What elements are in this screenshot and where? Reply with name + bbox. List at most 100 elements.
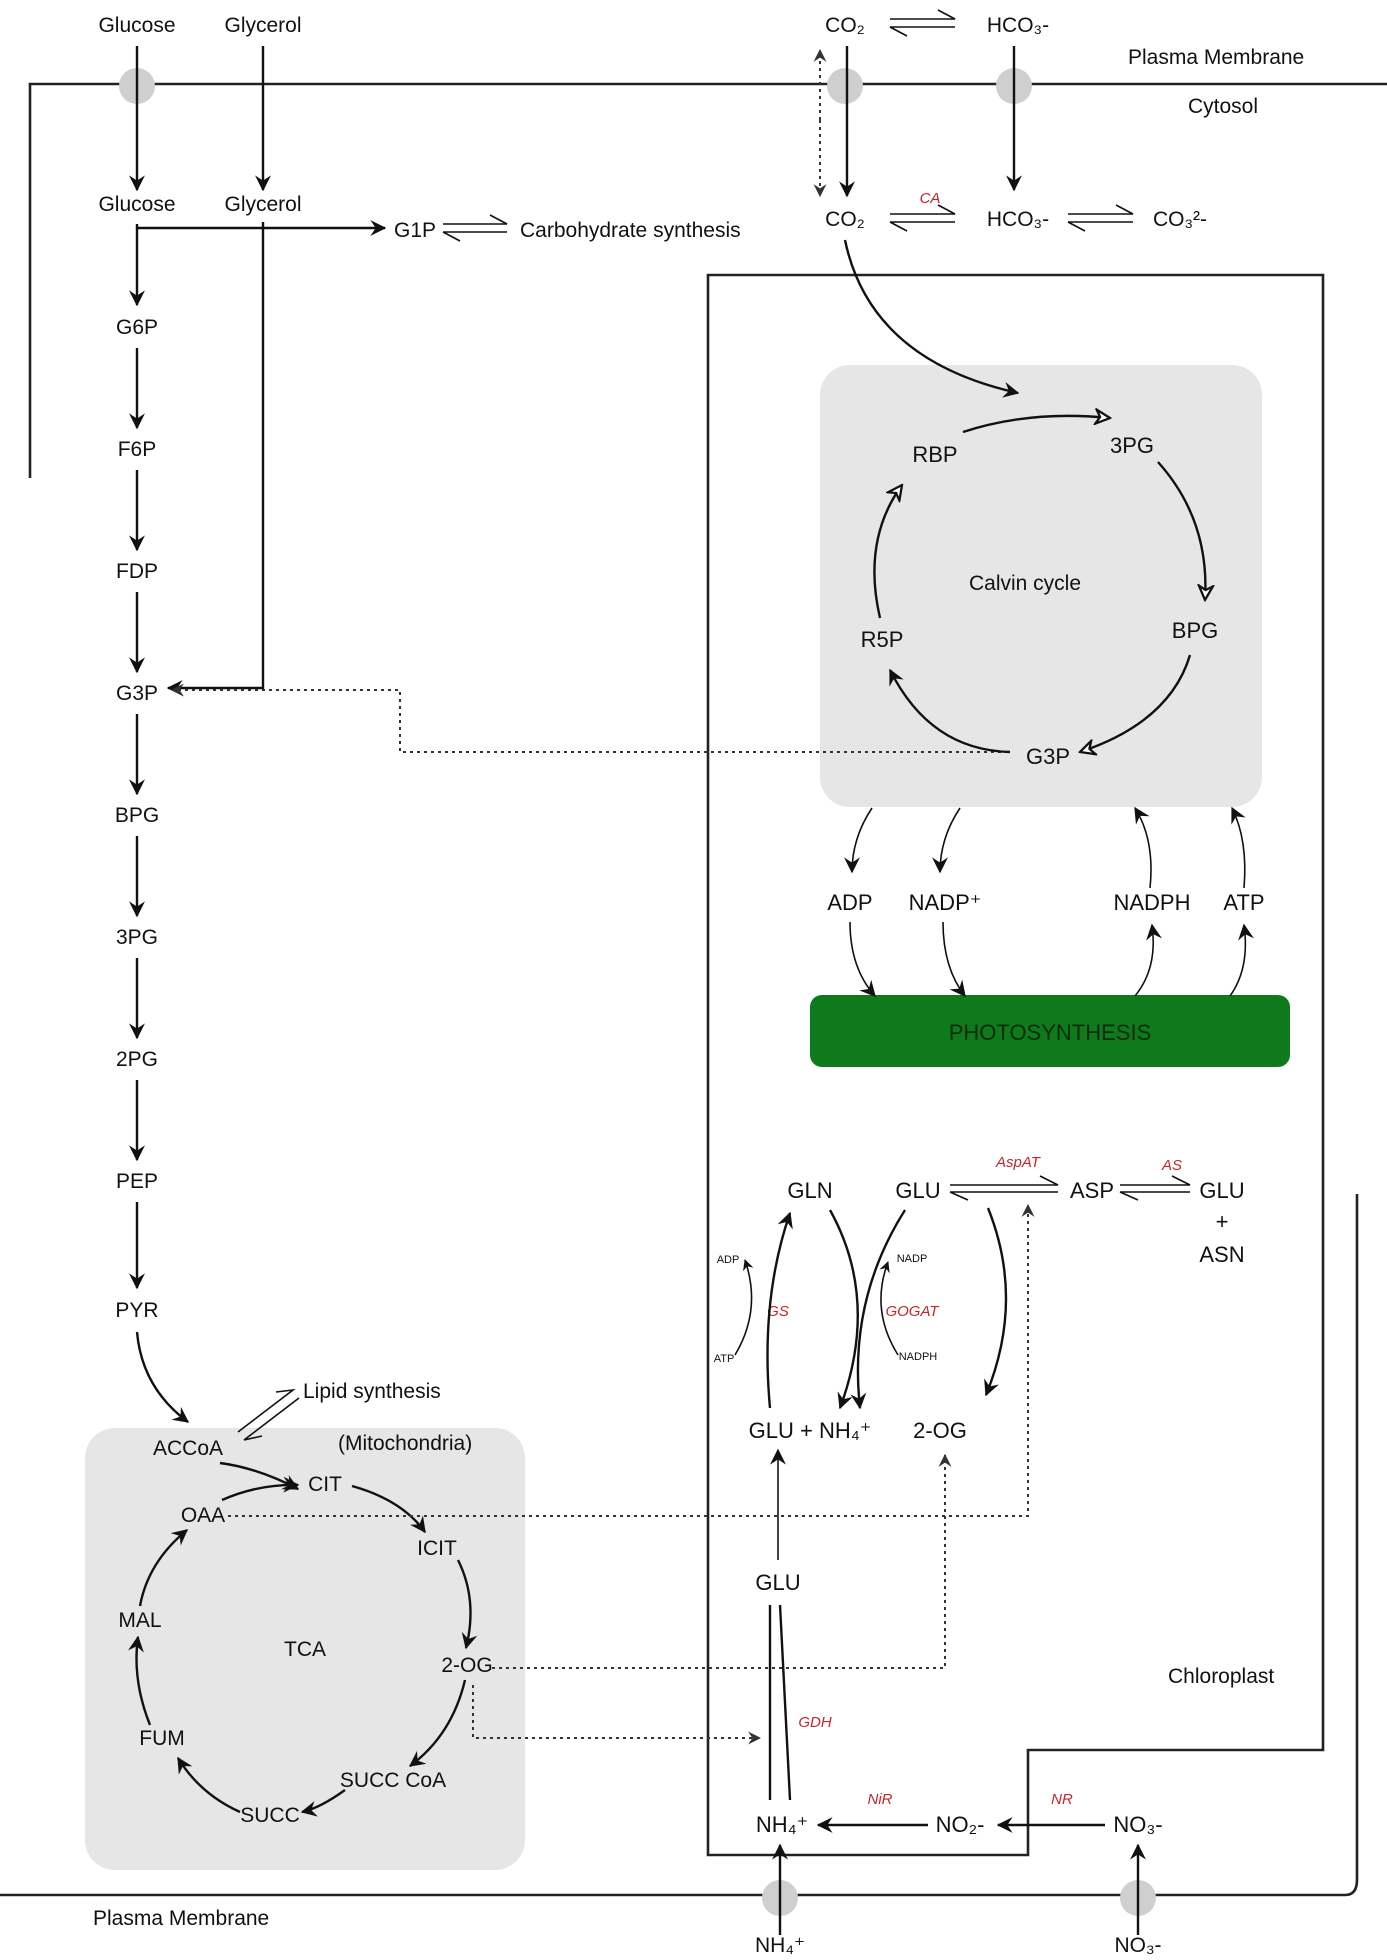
arrow-mal-oaa (138, 1529, 189, 1607)
carbohydrate-synthesis-label: Carbohydrate synthesis (520, 219, 741, 242)
arrow-oaa-cit (221, 1476, 300, 1502)
enzyme-aspat: AspAT (995, 1154, 1042, 1171)
cytosol-hco3: HCO₃- (987, 208, 1049, 231)
arrow-fum-mal (128, 1635, 152, 1726)
calvin-bpg: BPG (1172, 618, 1218, 643)
tca-cit: CIT (308, 1473, 342, 1496)
glycolysis-fdp: FDP (116, 560, 158, 583)
arrow-calvin-to-nadp (932, 807, 961, 874)
external-glucose: Glucose (98, 14, 175, 37)
equilibrium-co2-hco3-cytosol (889, 204, 956, 232)
plasma-membrane-top (28, 82, 1387, 478)
energy-nadp: NADP⁺ (909, 890, 982, 915)
cytosol-co3: CO₃²- (1153, 208, 1207, 231)
glycolysis-3pg: 3PG (116, 926, 158, 949)
equilibrium-g1p-carb (442, 214, 508, 242)
arrow-glucose-to-g1p (135, 220, 387, 236)
arrow-rbp-3pg (962, 416, 1110, 434)
cofactor-adp-small: ADP (717, 1254, 740, 1266)
arrow-g3p-r5p (888, 668, 1011, 754)
equilibrium-glu-asp (949, 1175, 1059, 1201)
energy-atp: ATP (1223, 890, 1264, 915)
arrow-succcoa-succ (300, 1789, 346, 1817)
arrow-bpg-g3p (1080, 654, 1192, 752)
nitrogen-nh4: NH₄⁺ (756, 1812, 808, 1837)
plasma-membrane-bottom (0, 1194, 1359, 1897)
arrow-glu-to-2og (984, 1207, 1008, 1397)
cytosol-glycerol: Glycerol (224, 193, 301, 216)
enzyme-ca: CA (920, 190, 941, 207)
chloroplast-label: Chloroplast (1168, 1665, 1274, 1688)
plasma-membrane-bottom-label: Plasma Membrane (93, 1907, 269, 1930)
equilibrium-accoa-lipid (237, 1388, 300, 1441)
enzyme-nr: NR (1051, 1791, 1073, 1808)
cofactor-atp-small: ATP (714, 1353, 735, 1365)
tca-mal: MAL (118, 1609, 161, 1632)
plasma-membrane-top-label: Plasma Membrane (1128, 46, 1304, 69)
arrow-gln-to-glunh4-gogat (828, 1209, 859, 1410)
external-nh4: NH₄⁺ (755, 1934, 805, 1957)
cofactor-nadp-small: NADP (897, 1253, 928, 1265)
arrow-glunh4-gln-gs (766, 1211, 793, 1409)
tca-oaa: OAA (181, 1504, 225, 1527)
calvin-rbp: RBP (912, 442, 957, 467)
enzyme-gogat: GOGAT (885, 1303, 940, 1320)
arrow-r5p-rbp (873, 485, 902, 619)
arrow-glycerol-to-g3p (166, 222, 265, 696)
arrow-adp-to-photosynthesis (849, 921, 876, 997)
arrow-pyr-accoa (135, 1331, 190, 1423)
cofactor-nadph-small: NADPH (899, 1351, 938, 1363)
nitrogen-gln: GLN (787, 1178, 832, 1203)
arrow-photosynthesis-to-nadph (1134, 923, 1162, 997)
calvin-center: Calvin cycle (969, 572, 1081, 595)
calvin-r5p: R5P (861, 627, 904, 652)
equilibrium-gdh (768, 1604, 792, 1801)
arrow-calvin-to-adp (844, 807, 873, 874)
glycolysis-g3p: G3P (116, 682, 158, 705)
nitrogen-no2: NO₂- (936, 1812, 985, 1837)
external-glycerol: Glycerol (224, 14, 301, 37)
tca-succcoa: SUCC CoA (340, 1769, 446, 1792)
dotted-oaa-to-asp (228, 1203, 1035, 1517)
nitrogen-glu-right: GLU (1199, 1178, 1244, 1203)
nitrogen-plus: + (1216, 1209, 1229, 1234)
arrow-succ-fum (176, 1756, 241, 1814)
equilibrium-hco3-co3 (1067, 204, 1134, 232)
glycolysis-bpg: BPG (115, 804, 159, 827)
enzyme-gdh: GDH (798, 1714, 832, 1731)
enzyme-gs: GS (767, 1303, 789, 1320)
dotted-g3p-transfer (170, 683, 1008, 753)
arrow-3pg-bpg (1157, 461, 1205, 600)
calvin-3pg: 3PG (1110, 433, 1154, 458)
arrow-co2-to-calvin (843, 239, 1020, 398)
energy-nadph: NADPH (1113, 890, 1190, 915)
tca-succ: SUCC (240, 1804, 300, 1827)
arrow-atp-adp-gs (734, 1259, 754, 1356)
equilibrium-asp-glu (1119, 1175, 1191, 1201)
calvin-g3p: G3P (1026, 744, 1070, 769)
nitrogen-asn: ASN (1199, 1242, 1244, 1267)
tca-center: TCA (284, 1638, 326, 1661)
arrow-glu-to-glunh4 (850, 1209, 907, 1410)
arrow-photosynthesis-to-atp (1229, 923, 1254, 997)
cytosol-label: Cytosol (1188, 95, 1258, 118)
lipid-synthesis-label: Lipid synthesis (303, 1380, 441, 1403)
chloroplast-membrane (706, 273, 1325, 1857)
tca-2og: 2-OG (441, 1654, 492, 1677)
glycolysis-pyr: PYR (115, 1299, 158, 1322)
dotted-2og-to-chloroplast-2og (492, 1453, 952, 1669)
nitrogen-glu: GLU (895, 1178, 940, 1203)
nitrogen-asp: ASP (1070, 1178, 1114, 1203)
arrow-cit-icit (351, 1484, 426, 1534)
glycolysis-pep: PEP (116, 1170, 158, 1193)
glycolysis-g6p: G6P (116, 316, 158, 339)
nitrogen-glu-low: GLU (755, 1570, 800, 1595)
mitochondria-label: (Mitochondria) (338, 1432, 472, 1455)
arrow-atp-to-calvin (1231, 806, 1246, 889)
arrow-nadph-to-calvin (1134, 806, 1152, 889)
arrow-nadp-to-photosynthesis (942, 921, 966, 998)
equilibrium-co2-hco3-external (889, 9, 956, 37)
tca-fum: FUM (139, 1727, 185, 1750)
nitrogen-no3: NO₃- (1113, 1812, 1162, 1837)
